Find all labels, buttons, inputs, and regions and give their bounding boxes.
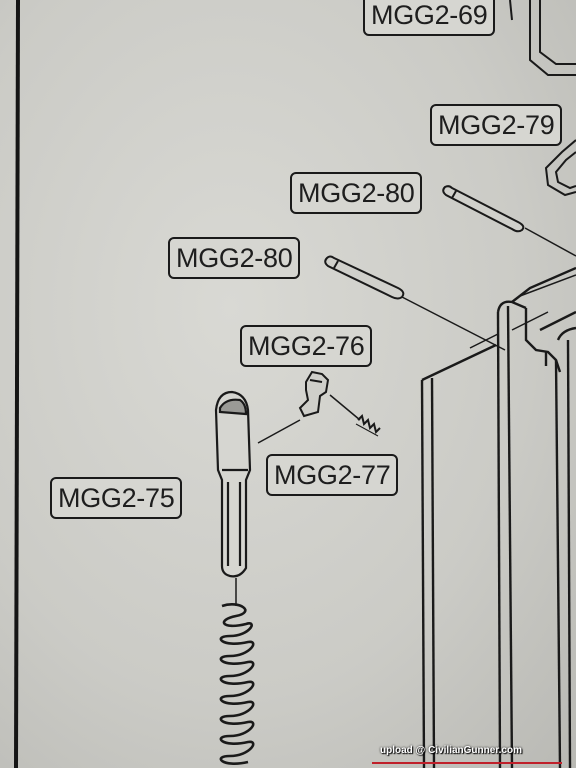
part-mgg2-69-drawing bbox=[509, 0, 576, 76]
coil-spring-drawing bbox=[219, 603, 255, 765]
part-mgg2-76-drawing bbox=[298, 370, 330, 418]
leader-line-80-lower bbox=[401, 296, 506, 351]
part-label-mgg2-79: MGG2-79 bbox=[430, 104, 563, 146]
watermark-text: upload @ CivilianGunner.com bbox=[380, 745, 522, 756]
part-label-mgg2-76: MGG2-76 bbox=[240, 325, 373, 367]
page-border-line bbox=[14, 0, 20, 768]
part-label-mgg2-77: MGG2-77 bbox=[266, 454, 399, 496]
spring-mgg2-77-drawing bbox=[355, 414, 381, 437]
part-label-mgg2-69: MGG2-69 bbox=[363, 0, 496, 36]
pin-mgg2-80-upper bbox=[442, 185, 525, 233]
leader-line-76-77 bbox=[329, 394, 361, 421]
leader-line-76-75 bbox=[257, 419, 301, 444]
pin-mgg2-80-lower bbox=[324, 255, 405, 300]
part-mgg2-79-drawing bbox=[544, 139, 576, 197]
part-label-mgg2-75: MGG2-75 bbox=[50, 477, 183, 519]
leader-lines bbox=[235, 227, 576, 606]
part-label-mgg2-80-lower: MGG2-80 bbox=[168, 237, 301, 279]
frame-body-drawing bbox=[420, 266, 576, 768]
part-mgg2-75-drawing bbox=[214, 390, 252, 578]
watermark-underline bbox=[372, 762, 562, 764]
leader-line-80-upper bbox=[524, 227, 576, 257]
part-label-mgg2-80-upper: MGG2-80 bbox=[290, 172, 423, 214]
